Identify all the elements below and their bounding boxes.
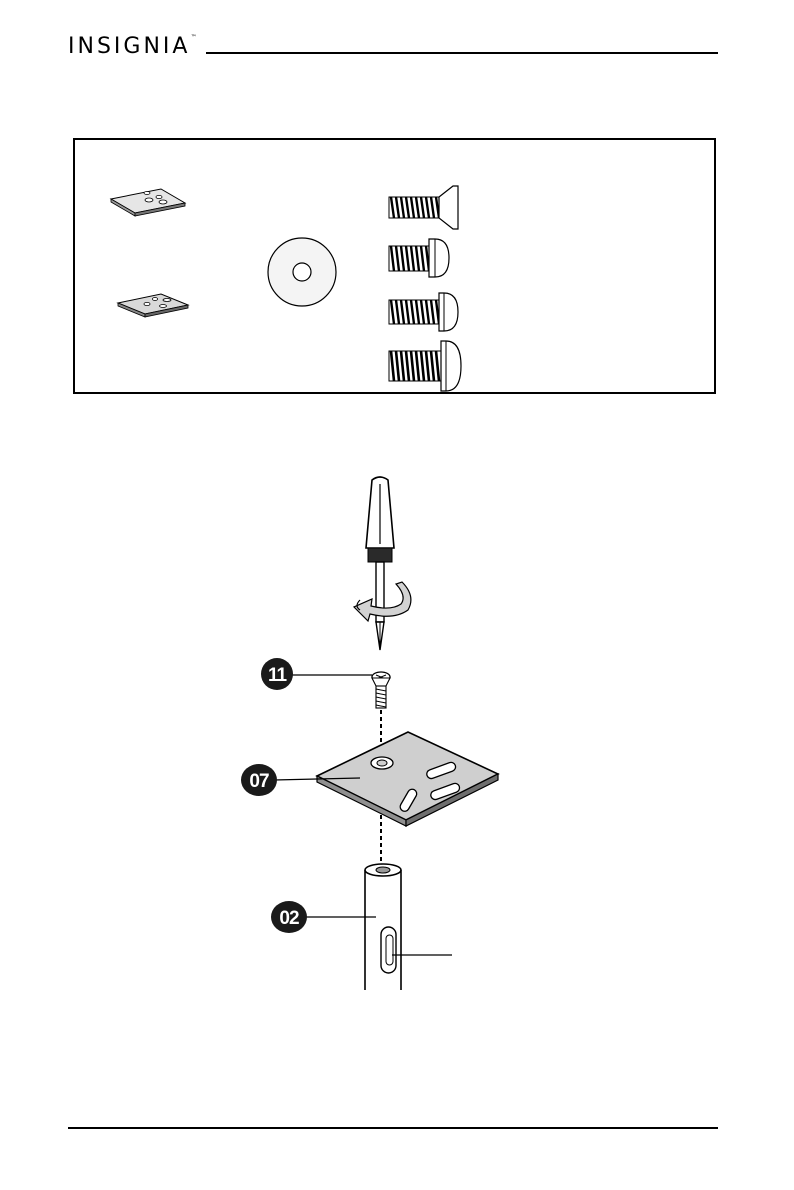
page-header: INSIGNIA™ [0,0,794,70]
mounting-plate-large-icon [111,189,185,216]
post-tube-icon [365,864,401,990]
parts-list-box [73,138,716,394]
mounting-plate-icon [317,732,498,826]
assembly-illustration: 11 07 02 [230,470,530,995]
washer-icon [268,238,336,306]
flat-head-screw-icon [389,186,458,229]
screwdriver-icon [366,477,394,650]
brand-name: INSIGNIA [68,34,190,59]
pan-head-screw-large-icon [389,341,461,391]
screw-icon [372,672,390,708]
assembly-diagram: 11 07 02 [230,470,530,995]
parts-illustration [75,140,718,396]
pan-head-screw-short-icon [389,239,449,277]
callout-plate: 07 [241,764,277,796]
mounting-plate-small-icon [118,294,188,317]
header-rule [206,52,718,54]
pan-head-screw-medium-icon [389,293,458,331]
callout-plate-label: 07 [249,771,269,792]
callout-post-label: 02 [279,908,299,929]
callout-screw-label: 11 [268,665,288,686]
footer-rule [68,1127,718,1129]
brand-logo: INSIGNIA™ [68,34,196,59]
trademark-symbol: ™ [190,34,196,41]
callout-post: 02 [271,901,307,933]
callout-screw: 11 [261,658,293,690]
